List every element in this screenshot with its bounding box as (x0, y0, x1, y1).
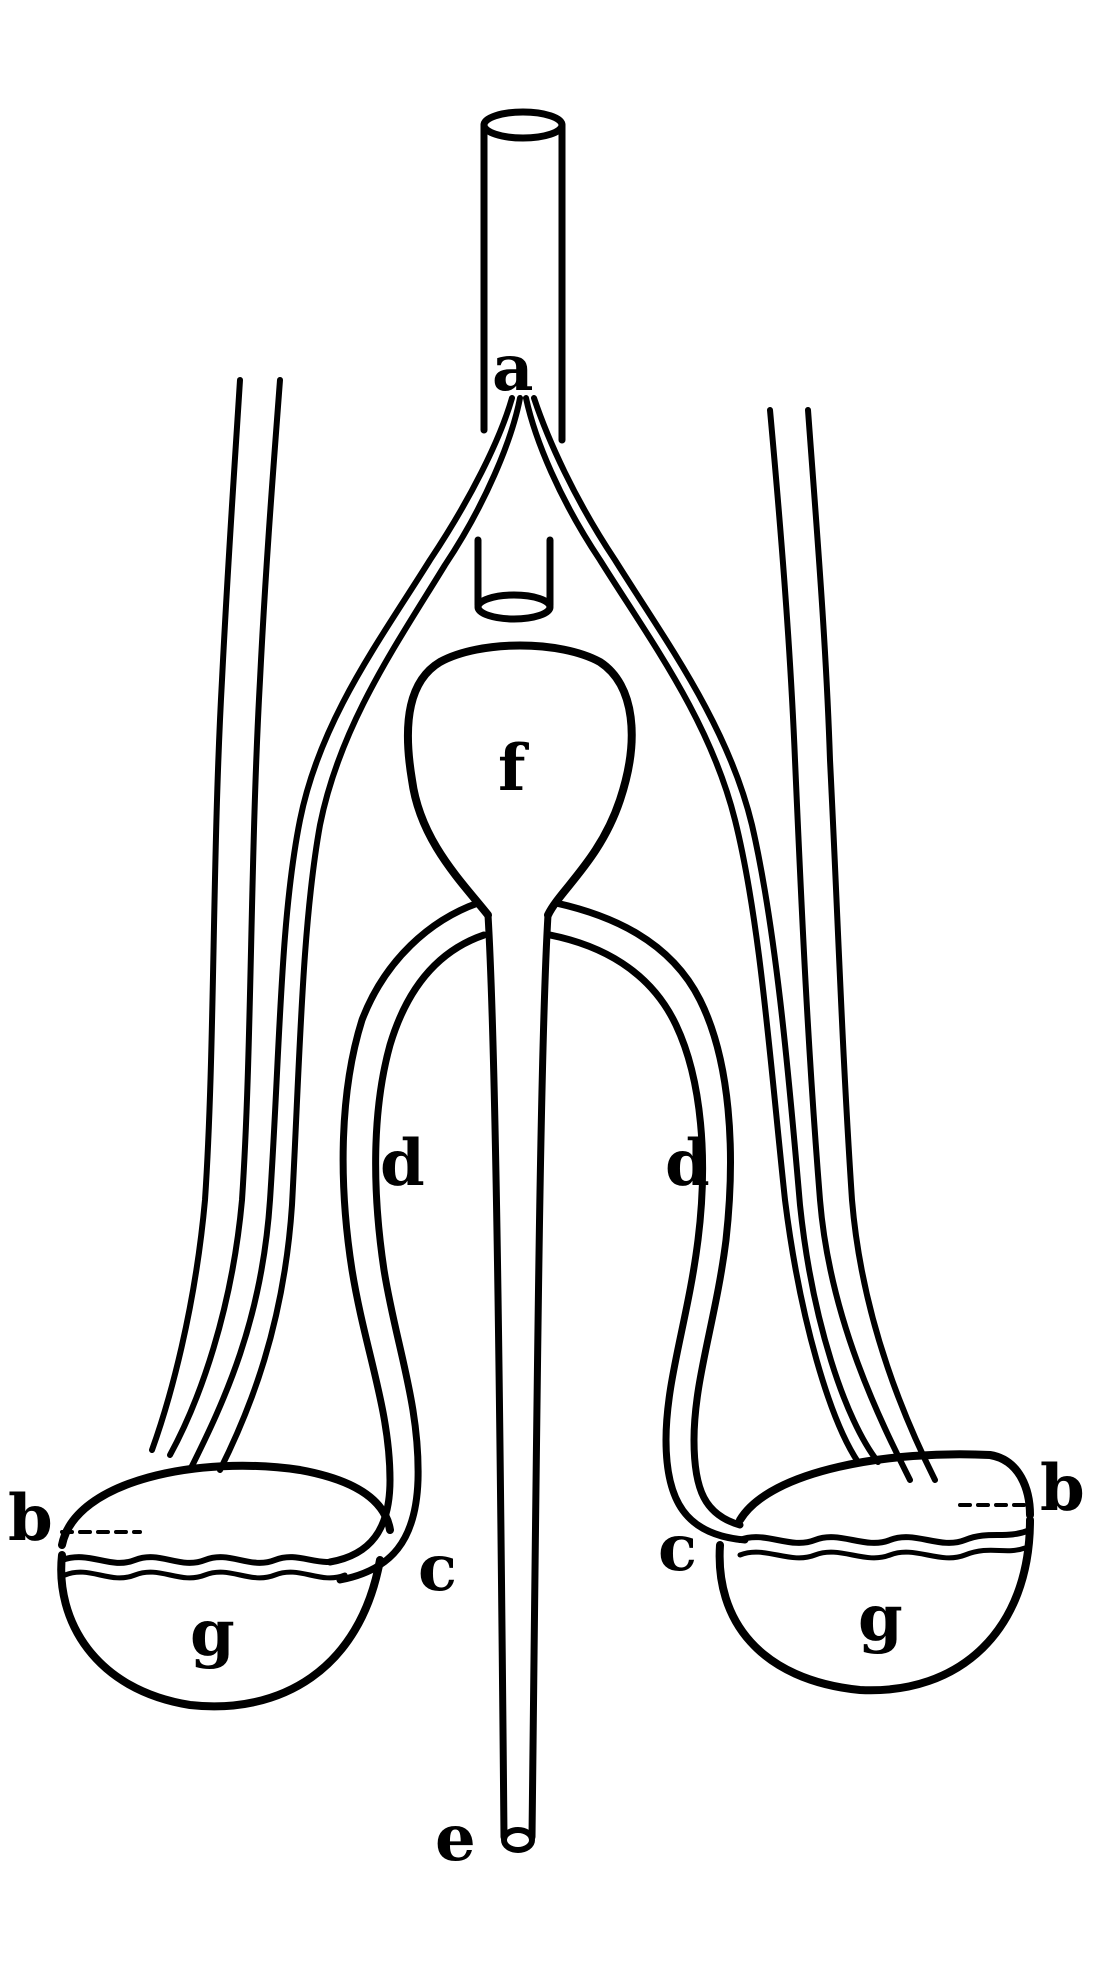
label-a: a (492, 331, 533, 406)
label-g-left: g (190, 1596, 235, 1671)
vessels-from-a (187, 395, 881, 1473)
stem-e (484, 911, 552, 1853)
label-d-right: d (665, 1126, 710, 1201)
label-b-right: b (1040, 1451, 1085, 1526)
label-f: f (498, 731, 529, 806)
inner-tube (474, 536, 554, 623)
bulb-f (403, 641, 636, 919)
labels: a f d d b b c c g g e (8, 331, 1085, 1876)
label-g-right: g (858, 1581, 903, 1656)
label-c-right: c (658, 1511, 697, 1586)
upper-tube (480, 108, 566, 444)
gland-right-g (715, 1450, 1034, 1695)
arch-left-d (326, 899, 488, 1584)
label-e: e (435, 1801, 476, 1876)
label-d-left: d (380, 1126, 425, 1201)
label-c-left: c (418, 1531, 457, 1606)
outer-vessels-left (149, 377, 283, 1458)
outer-vessels-right (767, 407, 938, 1483)
arch-right-d (546, 899, 749, 1544)
gland-left-g (57, 1461, 394, 1711)
label-b-left: b (8, 1481, 53, 1556)
